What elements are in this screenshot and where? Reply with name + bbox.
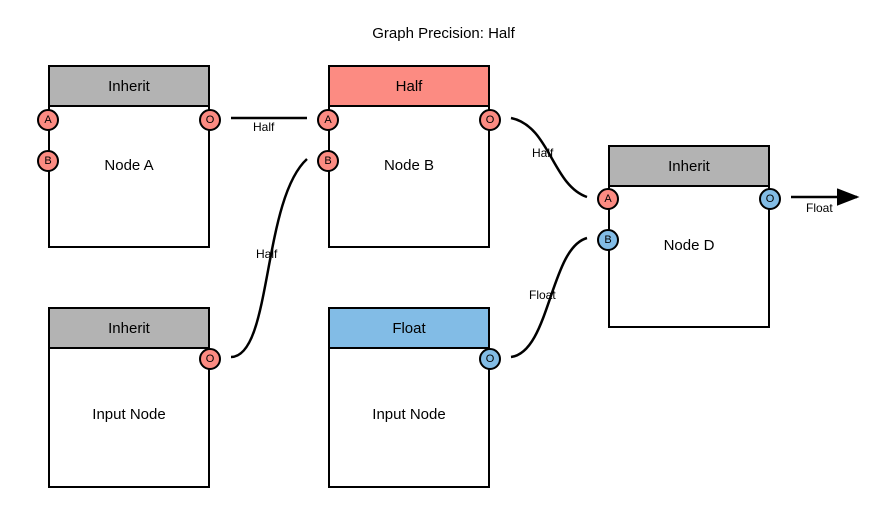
port-node-d-o[interactable]: O <box>759 188 781 210</box>
node-header-label: Inherit <box>108 77 150 95</box>
node-title-label: Input Node <box>92 406 166 423</box>
port-node-b-a[interactable]: A <box>317 109 339 131</box>
port-letter: B <box>324 155 332 167</box>
node-header-label: Float <box>392 319 426 337</box>
port-node-d-b[interactable]: B <box>597 229 619 251</box>
port-node-a-a[interactable]: A <box>37 109 59 131</box>
edge-label-inputmiddle-to-d: Float <box>529 288 556 302</box>
port-node-b-o[interactable]: O <box>479 109 501 131</box>
node-header-label: Half <box>395 77 423 95</box>
page-title: Graph Precision: Half <box>372 25 515 42</box>
edge-path-b-to-d <box>510 116 588 199</box>
node-node-a[interactable]: Inherit Node A A B O <box>37 65 221 248</box>
port-letter: A <box>604 193 612 205</box>
node-title-label: Node D <box>663 237 715 254</box>
node-node-b[interactable]: Half Node B A B O <box>317 65 501 248</box>
node-header-label: Inherit <box>668 157 710 175</box>
node-header-input-node-middle: Float <box>330 309 488 349</box>
edge-path-inputmiddle-to-d <box>510 236 588 359</box>
node-header-node-b: Half <box>330 67 488 107</box>
port-letter: B <box>44 155 52 167</box>
edge-label-d-output: Float <box>806 201 833 215</box>
node-input-node-left[interactable]: Inherit Input Node O <box>48 307 221 488</box>
port-node-a-o[interactable]: O <box>199 109 221 131</box>
node-header-input-node-left: Inherit <box>50 309 208 349</box>
node-body-node-a: Node A <box>50 107 208 246</box>
port-letter: A <box>324 114 332 126</box>
edge-label-inputleft-to-b: Half <box>256 247 278 261</box>
edge-path-inputleft-to-b <box>230 158 308 359</box>
port-letter: A <box>44 114 52 126</box>
node-node-d[interactable]: Inherit Node D A B O <box>597 145 781 328</box>
port-node-b-b[interactable]: B <box>317 150 339 172</box>
node-input-node-middle[interactable]: Float Input Node O <box>328 307 501 488</box>
port-letter: O <box>205 353 215 365</box>
node-header-label: Inherit <box>108 319 150 337</box>
port-input-node-middle-o[interactable]: O <box>479 348 501 370</box>
port-letter: B <box>604 234 612 246</box>
edge-label-b-to-d: Half <box>532 146 554 160</box>
node-title-label: Node B <box>383 157 435 174</box>
port-node-d-a[interactable]: A <box>597 188 619 210</box>
port-letter: O <box>485 114 495 126</box>
edge-label-a-to-b: Half <box>253 120 275 134</box>
node-body-node-d: Node D <box>610 187 768 326</box>
port-letter: O <box>765 193 775 205</box>
node-title-label: Node A <box>104 157 154 174</box>
node-header-node-a: Inherit <box>50 67 208 107</box>
node-body-node-b: Node B <box>330 107 488 246</box>
node-body-input-node-left: Input Node <box>50 349 208 486</box>
port-letter: O <box>485 353 495 365</box>
node-header-node-d: Inherit <box>610 147 768 187</box>
node-body-input-node-middle: Input Node <box>330 349 488 486</box>
port-node-a-b[interactable]: B <box>37 150 59 172</box>
node-title-label: Input Node <box>372 406 446 423</box>
port-input-node-left-o[interactable]: O <box>199 348 221 370</box>
port-letter: O <box>205 114 215 126</box>
